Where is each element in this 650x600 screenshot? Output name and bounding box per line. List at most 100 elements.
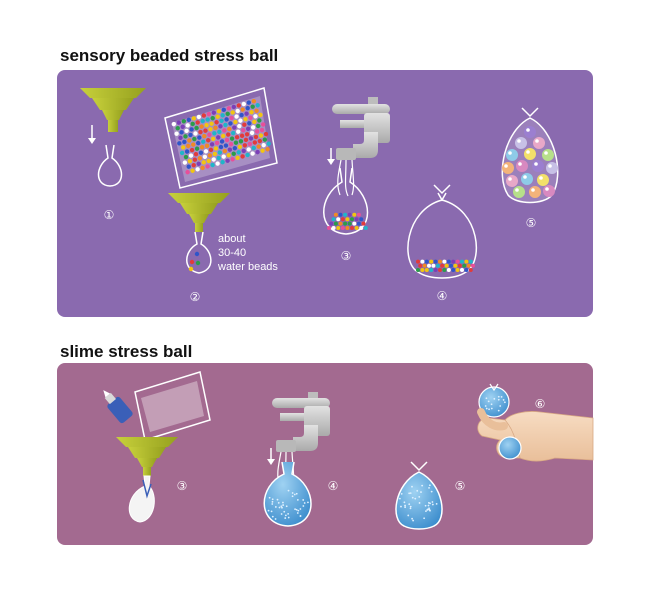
bead bbox=[265, 147, 270, 152]
bead bbox=[196, 140, 201, 146]
bead bbox=[178, 135, 183, 141]
bead bbox=[338, 212, 343, 217]
bead bbox=[206, 158, 211, 164]
bead bbox=[221, 154, 226, 159]
bead bbox=[331, 217, 336, 222]
bead bbox=[420, 491, 422, 493]
bead bbox=[524, 148, 536, 160]
section-title-beaded: sensory beaded stress ball bbox=[60, 46, 279, 65]
bead bbox=[299, 515, 302, 517]
bead bbox=[548, 164, 552, 168]
bead bbox=[336, 217, 341, 222]
bead bbox=[356, 212, 361, 217]
bead bbox=[258, 112, 263, 118]
bead bbox=[428, 509, 431, 512]
bead bbox=[243, 137, 249, 143]
bead bbox=[453, 263, 458, 268]
bead bbox=[223, 143, 229, 148]
bead bbox=[186, 164, 191, 169]
bead bbox=[184, 149, 190, 154]
bead bbox=[408, 492, 411, 495]
bead bbox=[340, 217, 345, 222]
bead bbox=[192, 136, 197, 142]
bead bbox=[201, 160, 206, 165]
bead bbox=[529, 186, 541, 198]
bead bbox=[283, 510, 286, 513]
bead bbox=[248, 115, 253, 120]
bead bbox=[237, 123, 242, 129]
bead bbox=[240, 107, 245, 112]
bead bbox=[236, 150, 241, 155]
bead bbox=[190, 121, 195, 127]
bead bbox=[190, 168, 195, 173]
bead bbox=[214, 140, 220, 146]
bead bbox=[192, 157, 198, 162]
bead bbox=[497, 409, 500, 412]
bead bbox=[189, 147, 195, 153]
bead bbox=[545, 187, 549, 191]
bead bbox=[485, 397, 488, 400]
bead bbox=[188, 153, 194, 158]
bead bbox=[227, 147, 233, 152]
balloon-beads-step4 bbox=[416, 259, 475, 272]
bead bbox=[466, 263, 471, 268]
bead bbox=[499, 405, 502, 407]
bead bbox=[506, 149, 518, 161]
bead bbox=[490, 407, 493, 410]
bead bbox=[524, 126, 536, 138]
bead bbox=[198, 150, 204, 155]
slime-step-number-6: ⑥ bbox=[535, 397, 546, 411]
bead bbox=[354, 226, 359, 230]
bead bbox=[202, 154, 208, 160]
bead bbox=[228, 121, 233, 126]
bead bbox=[336, 226, 341, 230]
bead bbox=[206, 138, 211, 143]
bead bbox=[484, 405, 487, 407]
slime-step-number-5: ⑤ bbox=[455, 479, 466, 493]
bead bbox=[361, 221, 366, 226]
bead bbox=[420, 268, 425, 272]
bead bbox=[185, 123, 190, 128]
bead bbox=[343, 212, 348, 217]
bead bbox=[535, 139, 539, 143]
bead bbox=[464, 259, 469, 264]
bead bbox=[203, 128, 208, 133]
bead bbox=[411, 485, 413, 488]
bead bbox=[248, 136, 254, 141]
bead bbox=[271, 498, 274, 501]
hand-squeezing-icon bbox=[477, 383, 594, 462]
bead bbox=[421, 484, 424, 487]
bead bbox=[255, 149, 260, 155]
down-arrow-icon bbox=[267, 448, 275, 465]
bead bbox=[333, 221, 338, 226]
bead bbox=[193, 151, 199, 157]
bead bbox=[400, 505, 402, 508]
bead bbox=[543, 185, 555, 197]
bead bbox=[244, 111, 249, 116]
bead bbox=[281, 506, 283, 509]
bead bbox=[409, 507, 412, 510]
bead bbox=[254, 129, 260, 134]
bead bbox=[231, 151, 236, 156]
bead bbox=[197, 156, 203, 161]
step-number-1: ① bbox=[104, 208, 115, 222]
bead bbox=[179, 130, 184, 135]
balloon-outline-icon-step3 bbox=[323, 167, 369, 235]
bead bbox=[181, 145, 186, 150]
bead bbox=[429, 259, 434, 264]
bead bbox=[427, 263, 431, 268]
bead bbox=[534, 162, 538, 166]
bead bbox=[255, 103, 260, 108]
down-arrow-icon bbox=[88, 125, 96, 144]
bead bbox=[455, 268, 460, 272]
bead bbox=[180, 124, 185, 129]
bead bbox=[400, 492, 403, 495]
bead bbox=[209, 121, 214, 126]
bead bbox=[537, 174, 549, 186]
bead bbox=[457, 263, 462, 268]
bead bbox=[271, 500, 274, 503]
bead bbox=[235, 108, 240, 114]
beaded-ball-icon bbox=[502, 126, 558, 198]
bead bbox=[225, 111, 230, 117]
balloon-outline-icon-step2 bbox=[186, 231, 212, 274]
